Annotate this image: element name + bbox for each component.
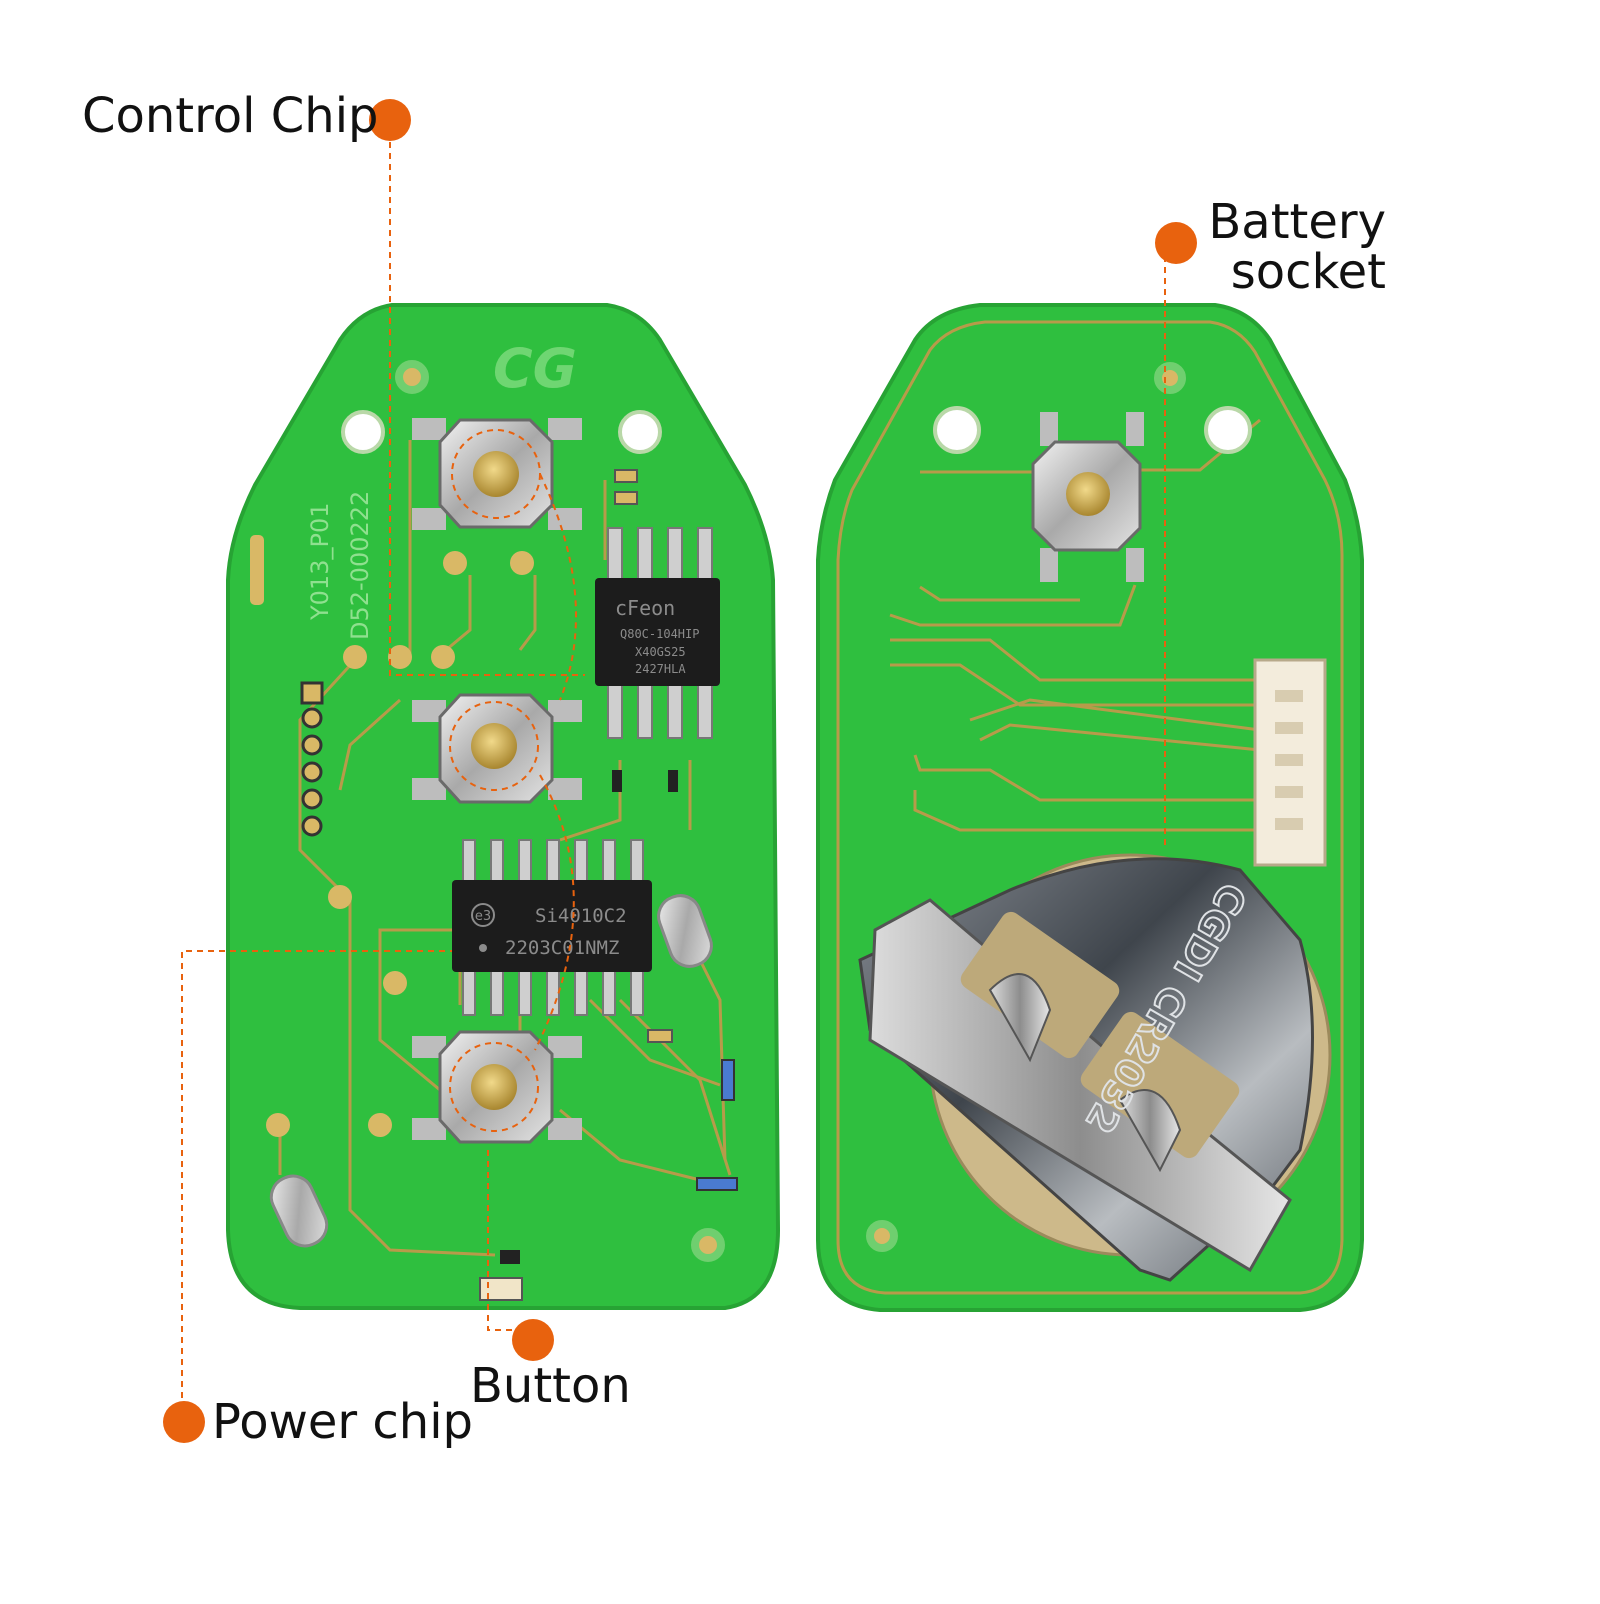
button-bottom <box>412 1030 582 1144</box>
callout-dots <box>163 99 1197 1443</box>
button-icon <box>1066 472 1110 516</box>
flash-chip-line1: Q80C-104HIP <box>620 627 699 641</box>
back-board: CGDI CR2032 <box>816 303 1364 1312</box>
battery: CGDI CR2032 <box>858 853 1332 1282</box>
rf-chip-line1: Si4010C2 <box>535 905 627 927</box>
battery-socket-label-line1: Battery <box>1208 194 1386 250</box>
test-pads <box>266 551 534 1137</box>
battery-socket-label-line2: socket <box>1230 244 1386 300</box>
button-highlight-middle <box>449 701 539 791</box>
button-middle <box>412 693 582 804</box>
mount-hole-right <box>1204 406 1252 454</box>
pad <box>395 360 429 394</box>
button-highlight-bottom <box>449 1042 539 1132</box>
button-leader <box>487 1150 530 1331</box>
board-logo: CG <box>493 337 577 400</box>
crystal <box>657 894 713 968</box>
back-board-edge-trace <box>836 320 1344 1295</box>
control-chip-label: Control Chip <box>82 88 379 144</box>
callout-dot-icon <box>1155 222 1197 264</box>
pad <box>691 1228 725 1262</box>
button-chain <box>534 473 577 1051</box>
edge-pad <box>250 535 264 605</box>
flash-chip-line2: X40GS25 <box>635 645 686 659</box>
silkscreen-line1: Y013_P01 <box>306 503 334 621</box>
rf-chip: e3 Si4010C2 2203C01NMZ <box>452 839 652 1016</box>
rf-chip-line2: 2203C01NMZ <box>505 937 619 959</box>
callout-dot-icon <box>512 1319 554 1361</box>
button-top <box>412 418 582 530</box>
button-icon <box>473 451 519 497</box>
side-header <box>300 681 324 837</box>
button-label: Button <box>470 1358 631 1414</box>
flash-chip-brand: cFeon <box>615 596 675 620</box>
power-chip-label: Power chip <box>212 1394 473 1450</box>
mount-hole-left <box>341 410 385 454</box>
battery-socket-label: Battery socket <box>1200 198 1386 296</box>
smd-parts <box>479 469 738 1301</box>
pad <box>1154 362 1186 394</box>
power-chip-leader <box>181 950 452 1420</box>
callout-dot-icon <box>163 1401 205 1443</box>
rf-chip-mark: e3 <box>475 909 491 924</box>
mount-hole-right <box>618 410 662 454</box>
mount-hole-left <box>933 406 981 454</box>
callout-lines <box>181 120 1166 1420</box>
button-icon <box>471 723 517 769</box>
back-button <box>1031 412 1144 582</box>
pad <box>866 1220 898 1252</box>
flash-chip: cFeon Q80C-104HIP X40GS25 2427HLA <box>595 527 720 739</box>
battery-clip-icon <box>868 898 1292 1273</box>
crystal <box>269 1174 329 1248</box>
button-icon <box>471 1064 517 1110</box>
silkscreen-line2: D52-000222 <box>346 491 374 640</box>
callout-dot-icon <box>369 99 411 141</box>
flash-chip-line3: 2427HLA <box>635 662 686 676</box>
connector <box>1253 658 1327 867</box>
control-chip-leader <box>389 120 585 676</box>
front-board: CG Y013_P01 D52-000222 <box>226 303 781 1310</box>
